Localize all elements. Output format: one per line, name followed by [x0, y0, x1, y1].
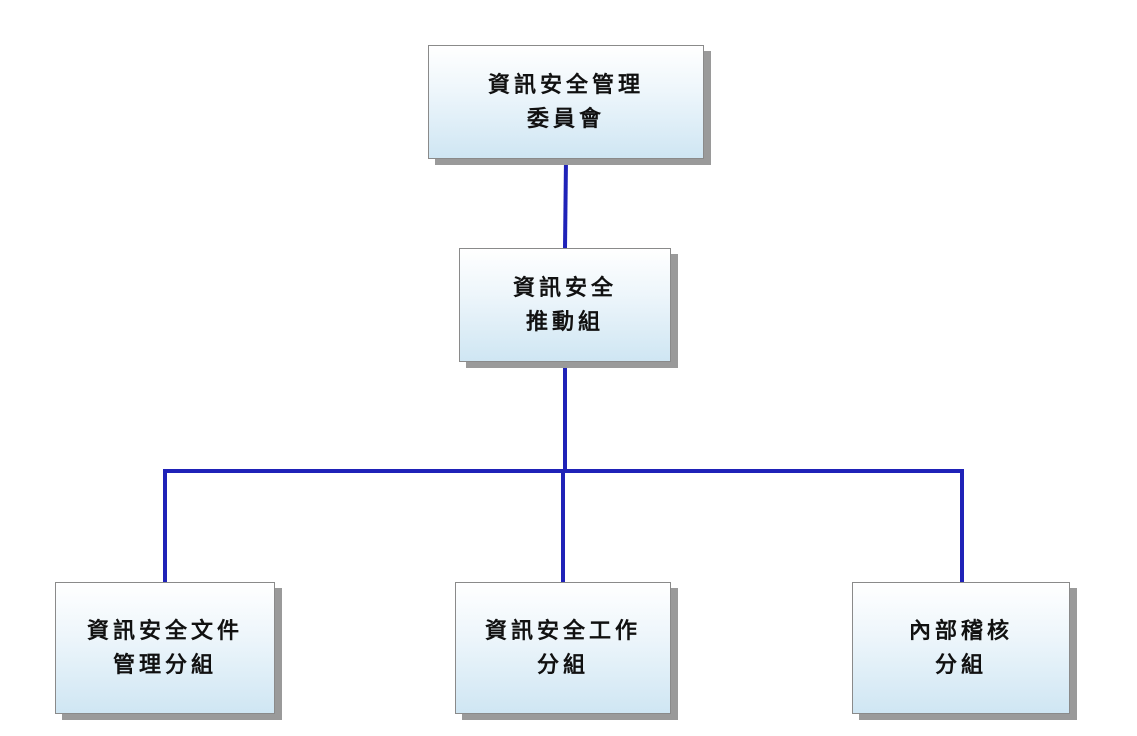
node-security-work-group[interactable]: 資訊安全工作 分組 [455, 582, 671, 714]
node-label-line-2: 委員會 [526, 106, 605, 132]
node-label-line-2: 推動組 [525, 309, 604, 335]
node-label-line-1: 資訊安全管理 [487, 72, 644, 98]
node-label-line-2: 分組 [934, 652, 987, 678]
node-label-line-1: 資訊安全文件 [86, 618, 243, 644]
node-label-line-1: 資訊安全 [512, 275, 617, 301]
node-security-promotion-team[interactable]: 資訊安全 推動組 [459, 248, 671, 362]
node-label-line-1: 資訊安全工作 [484, 618, 641, 644]
connector-committee-promotion [562, 156, 569, 251]
node-label-line-2: 管理分組 [112, 652, 217, 678]
node-security-management-committee[interactable]: 資訊安全管理 委員會 [428, 45, 704, 159]
node-security-document-group[interactable]: 資訊安全文件 管理分組 [55, 582, 275, 714]
node-label-line-2: 分組 [536, 652, 589, 678]
node-internal-audit-group[interactable]: 內部稽核 分組 [852, 582, 1070, 714]
node-label-line-1: 內部稽核 [908, 618, 1013, 644]
edge-layer [163, 156, 964, 584]
